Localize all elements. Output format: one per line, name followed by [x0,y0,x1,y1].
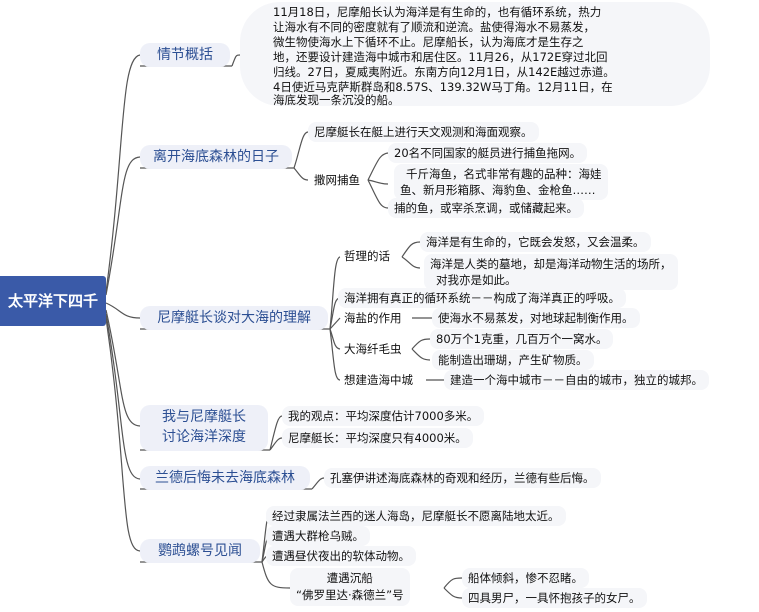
ciliate-detail-1: 80万个1克重，几百万个一窝水。 [430,329,614,349]
fishing-detail-2a: 千斤海鱼，名式非常有趣的品种：海娃 [406,167,602,181]
wreck-label-line-1: 遭遇沉船 [326,571,373,585]
event-wreck: 遭遇沉船 “佛罗里达·森德兰”号 [290,568,410,606]
branch-nemo-on-sea: 尼摩艇长谈对大海的理解 [140,306,328,330]
connector-root-b3 [105,302,141,319]
fishing-detail-2b: 鱼、新月形箱豚、海豹鱼、金枪鱼…… [400,183,596,197]
branch-nautilus-sightings: 鹦鹉螺号见闻 [140,539,260,563]
summary-line-1: 11月18日，尼摩船长认为海洋是有生命的，也有循环系统，热力 [273,5,602,19]
summary-line-6: 4日使近马克萨斯群岛和8.57S、139.32W马丁角。12月11日，在 [273,80,613,94]
wreck-detail-1: 船体倾斜，惨不忍睹。 [462,568,589,588]
branch-land-regret: 兰德后悔未去海底森林 [140,466,310,490]
branch-leaving-forest: 离开海底森林的日子 [140,145,292,169]
depth-label-line-1: 我与尼摩艇长 [162,409,246,425]
event-mollusk: 遭遇昼伏夜出的软体动物。 [266,546,416,566]
observe-node: 尼摩艇长在艇上进行天文观测和海面观察。 [308,122,539,142]
regret-detail: 孔塞伊讲述海底森林的奇观和经历，兰德有些后悔。 [324,468,601,488]
summary-line-3: 微生物使海水上下循环不止。尼摩船长，认为海底才是生存之 [273,35,584,49]
root-topic: 太平洋下四千 [0,276,106,326]
summary-line-7: 海底发现一条沉没的船。 [273,93,400,107]
fishing-detail-3: 捕的鱼，或宰杀烹调，或储藏起来。 [388,198,584,218]
connector-root-b6 [105,317,141,552]
philosophy-node: 哲理的话 [344,249,390,263]
depth-label-line-2: 讨论海洋深度 [162,429,246,445]
ciliate-detail-2: 能制造出珊瑚，产生矿物质。 [432,350,594,370]
plot-summary-paragraph: 11月18日，尼摩船长认为海洋是有生命的，也有循环系统，热力 让海水有不同的密度… [240,2,710,107]
salt-detail: 使海水不易蒸发，对地球起制衡作用。 [432,308,640,328]
connector-root-b4 [105,309,141,427]
summary-line-5: 归线。27日，夏威夷附近。东南方向12月1日，从142E越过赤道。 [273,65,615,79]
sea-city-detail: 建造一个海中城市－－自由的城市，独立的城邦。 [444,370,709,390]
nemo-opinion: 尼摩艇长：平均深度只有4000米。 [282,428,473,448]
philosophy-1: 海洋是有生命的，它既会发怒，又会温柔。 [420,232,651,252]
summary-line-4: 地，还要设计建造海中城市和居住区。11月26，从172E穿过北回 [273,50,608,64]
sea-city-node: 想建造海中城 [344,373,413,387]
wreck-detail-2: 四具男尸，一具怀抱孩子的女尸。 [462,588,647,608]
salt-node: 海盐的作用 [344,311,402,325]
cycle-node: 海洋拥有真正的循环系统－－构成了海洋真正的呼吸。 [338,288,626,308]
summary-line-2: 让海水有不同的密度就有了顺流和逆流。盐使得海水不易蒸发， [273,20,595,34]
philosophy-2a: 海洋是人类的墓地，却是海洋动物生活的场所， [430,257,672,271]
connector-root-b1 [105,54,141,293]
fishing-detail-1: 20名不同国家的艇员进行捕鱼拖网。 [388,143,588,163]
philosophy-2b: 对我亦是如此。 [436,273,517,287]
philosophy-2: 海洋是人类的墓地，却是海洋动物生活的场所， 对我亦是如此。 [424,254,678,290]
event-squid: 遭遇大群枪乌贼。 [266,526,370,546]
event-island: 经过隶属法兰西的迷人海岛，尼摩艇长不愿离陆地太近。 [266,506,566,526]
my-opinion: 我的观点：平均深度估计7000多米。 [282,406,485,426]
ciliate-node: 大海纤毛虫 [344,342,402,356]
branch-plot-summary: 情节概括 [140,43,230,67]
connector-root-b5 [105,313,141,480]
fishing-node: 撒网捕鱼 [314,173,360,187]
connector-root-b2 [105,156,141,296]
branch-depth-discussion: 我与尼摩艇长 讨论海洋深度 [140,405,268,451]
fishing-detail-2: 千斤海鱼，名式非常有趣的品种：海娃 鱼、新月形箱豚、海豹鱼、金枪鱼…… [394,164,608,200]
wreck-label-line-2: “佛罗里达·森德兰”号 [296,588,404,602]
